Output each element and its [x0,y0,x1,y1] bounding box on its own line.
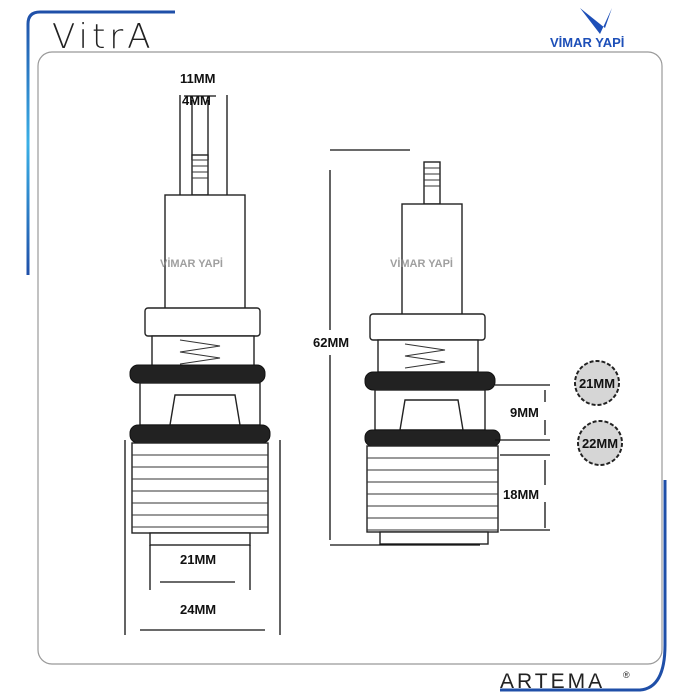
dim-label-11mm: 11MM [180,71,215,86]
dim-label-24mm: 24MM [180,602,216,617]
dim-label-4mm: 4MM [182,93,211,108]
vimar-yapi-logo: VİMAR YAPİ [550,8,624,50]
dim-label-9mm: 9MM [510,405,539,420]
oring-badge-upper: 21MM [574,360,620,406]
dim-label-18mm: 18MM [503,487,539,502]
content-panel [37,51,663,665]
watermark-left: VİMAR YAPİ [160,257,223,270]
frame-accent-bottom-right [500,480,667,692]
oring-upper-label: 21MM [579,376,615,391]
frame-accent-top-left [26,10,175,275]
artema-logo: ARTEMA ® [500,670,630,693]
dim-label-21mm: 21MM [180,552,216,567]
vitra-logo: VitrA [52,17,155,57]
artema-registered-mark: ® [623,670,630,680]
oring-lower-label: 22MM [582,436,618,451]
vimar-logo-mark-icon [580,8,612,34]
left-cartridge-drawing: VİMAR YAPİ [124,95,281,635]
right-cartridge-drawing: VİMAR YAPİ [329,149,550,546]
artema-logo-text: ARTEMA [500,670,605,693]
watermark-right: VİMAR YAPİ [390,257,453,270]
oring-badge-lower: 22MM [577,420,623,466]
dim-label-62mm: 62MM [313,335,349,350]
vimar-logo-text: VİMAR YAPİ [550,35,624,50]
